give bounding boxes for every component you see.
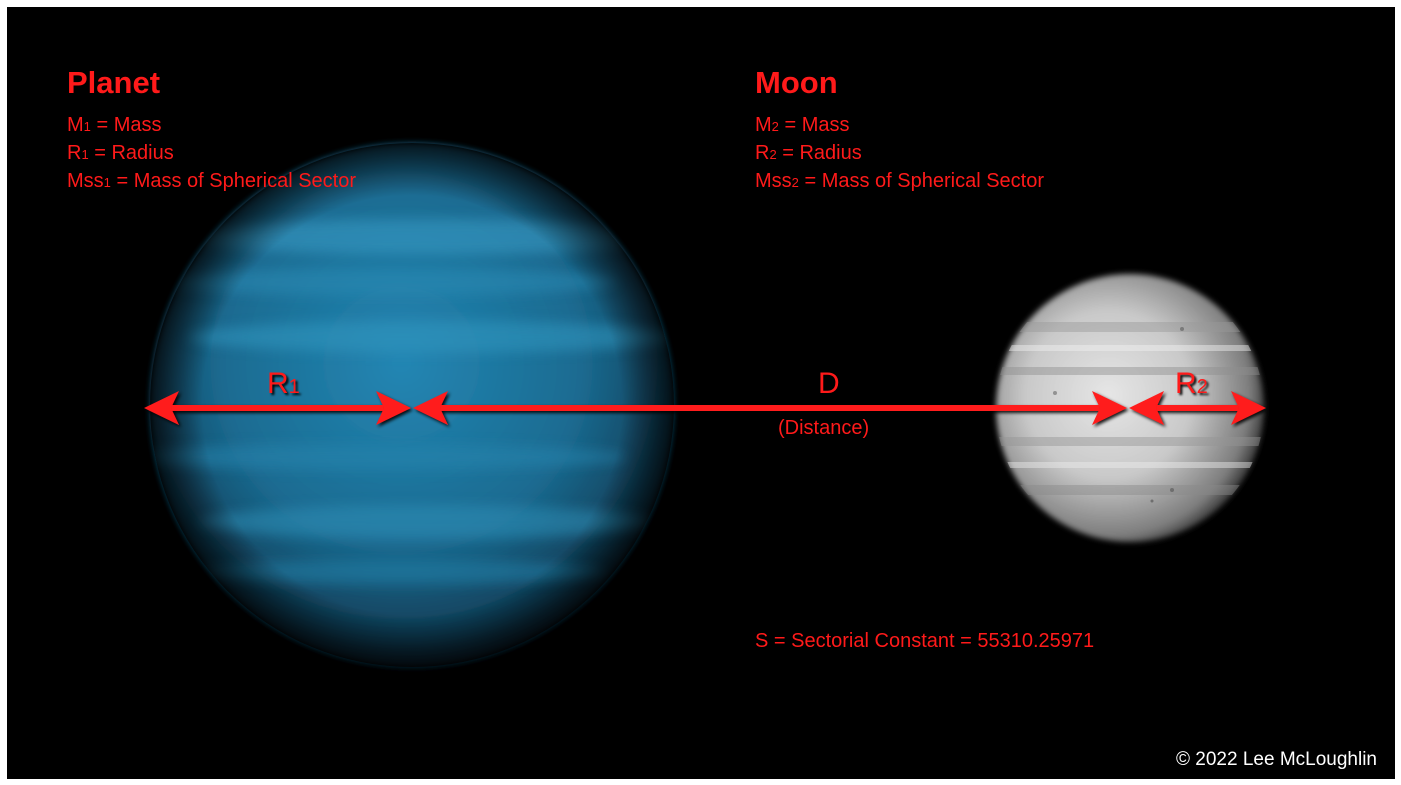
planet-sector-symbol: Mss — [67, 170, 104, 192]
r2-label-symbol: R — [1175, 367, 1197, 400]
planet-sector-line: Mss1 = Mass of Spherical Sector — [67, 167, 356, 197]
planet-mass-subscript: 1 — [83, 119, 91, 134]
planet-sector-text: = Mass of Spherical Sector — [110, 170, 357, 192]
r1-label: R1 — [267, 367, 300, 401]
diagram-canvas: Planet M1 = Mass R1 = Radius Mss1 = Mass… — [7, 7, 1395, 779]
moon-sector-subscript: 2 — [791, 175, 799, 190]
planet-mass-line: M1 = Mass — [67, 111, 161, 141]
r1-arrow — [144, 391, 411, 425]
d-label: D — [818, 367, 840, 400]
r2-label: R2 — [1175, 367, 1208, 401]
r1-label-subscript: 1 — [288, 376, 300, 398]
moon-radius-text: = Radius — [776, 142, 862, 164]
planet-mass-text: = Mass — [90, 114, 162, 136]
distance-caption: (Distance) — [778, 417, 870, 439]
diagram-art — [144, 143, 1266, 667]
r2-label-subscript: 2 — [1196, 376, 1208, 398]
r2-arrow — [1129, 391, 1266, 425]
planet-sphere — [150, 143, 674, 667]
moon-sector-line: Mss2 = Mass of Spherical Sector — [755, 167, 1044, 197]
planet-radius-subscript: 1 — [81, 147, 89, 162]
moon-title: Moon — [755, 65, 838, 100]
r1-label-symbol: R — [267, 367, 289, 400]
moon-sector-text: = Mass of Spherical Sector — [798, 170, 1045, 192]
planet-radius-line: R1 = Radius — [67, 139, 174, 169]
d-arrow — [413, 391, 1127, 425]
planet-radius-text: = Radius — [88, 142, 174, 164]
planet-radius-symbol: R — [67, 142, 82, 164]
moon-mass-subscript: 2 — [771, 119, 779, 134]
moon-radius-subscript: 2 — [769, 147, 777, 162]
moon-mass-symbol: M — [755, 114, 772, 136]
moon-mass-line: M2 = Mass — [755, 111, 849, 141]
moon-radius-symbol: R — [755, 142, 770, 164]
copyright-credit: © 2022 Lee McLoughlin — [1176, 749, 1377, 770]
sectorial-constant: S = Sectorial Constant = 55310.25971 — [755, 630, 1095, 652]
moon-radius-line: R2 = Radius — [755, 139, 862, 169]
planet-title: Planet — [67, 65, 161, 100]
planet-mass-symbol: M — [67, 114, 84, 136]
moon-mass-text: = Mass — [778, 114, 850, 136]
planet-sector-subscript: 1 — [103, 175, 111, 190]
arrows — [144, 391, 1266, 425]
moon-sector-symbol: Mss — [755, 170, 792, 192]
